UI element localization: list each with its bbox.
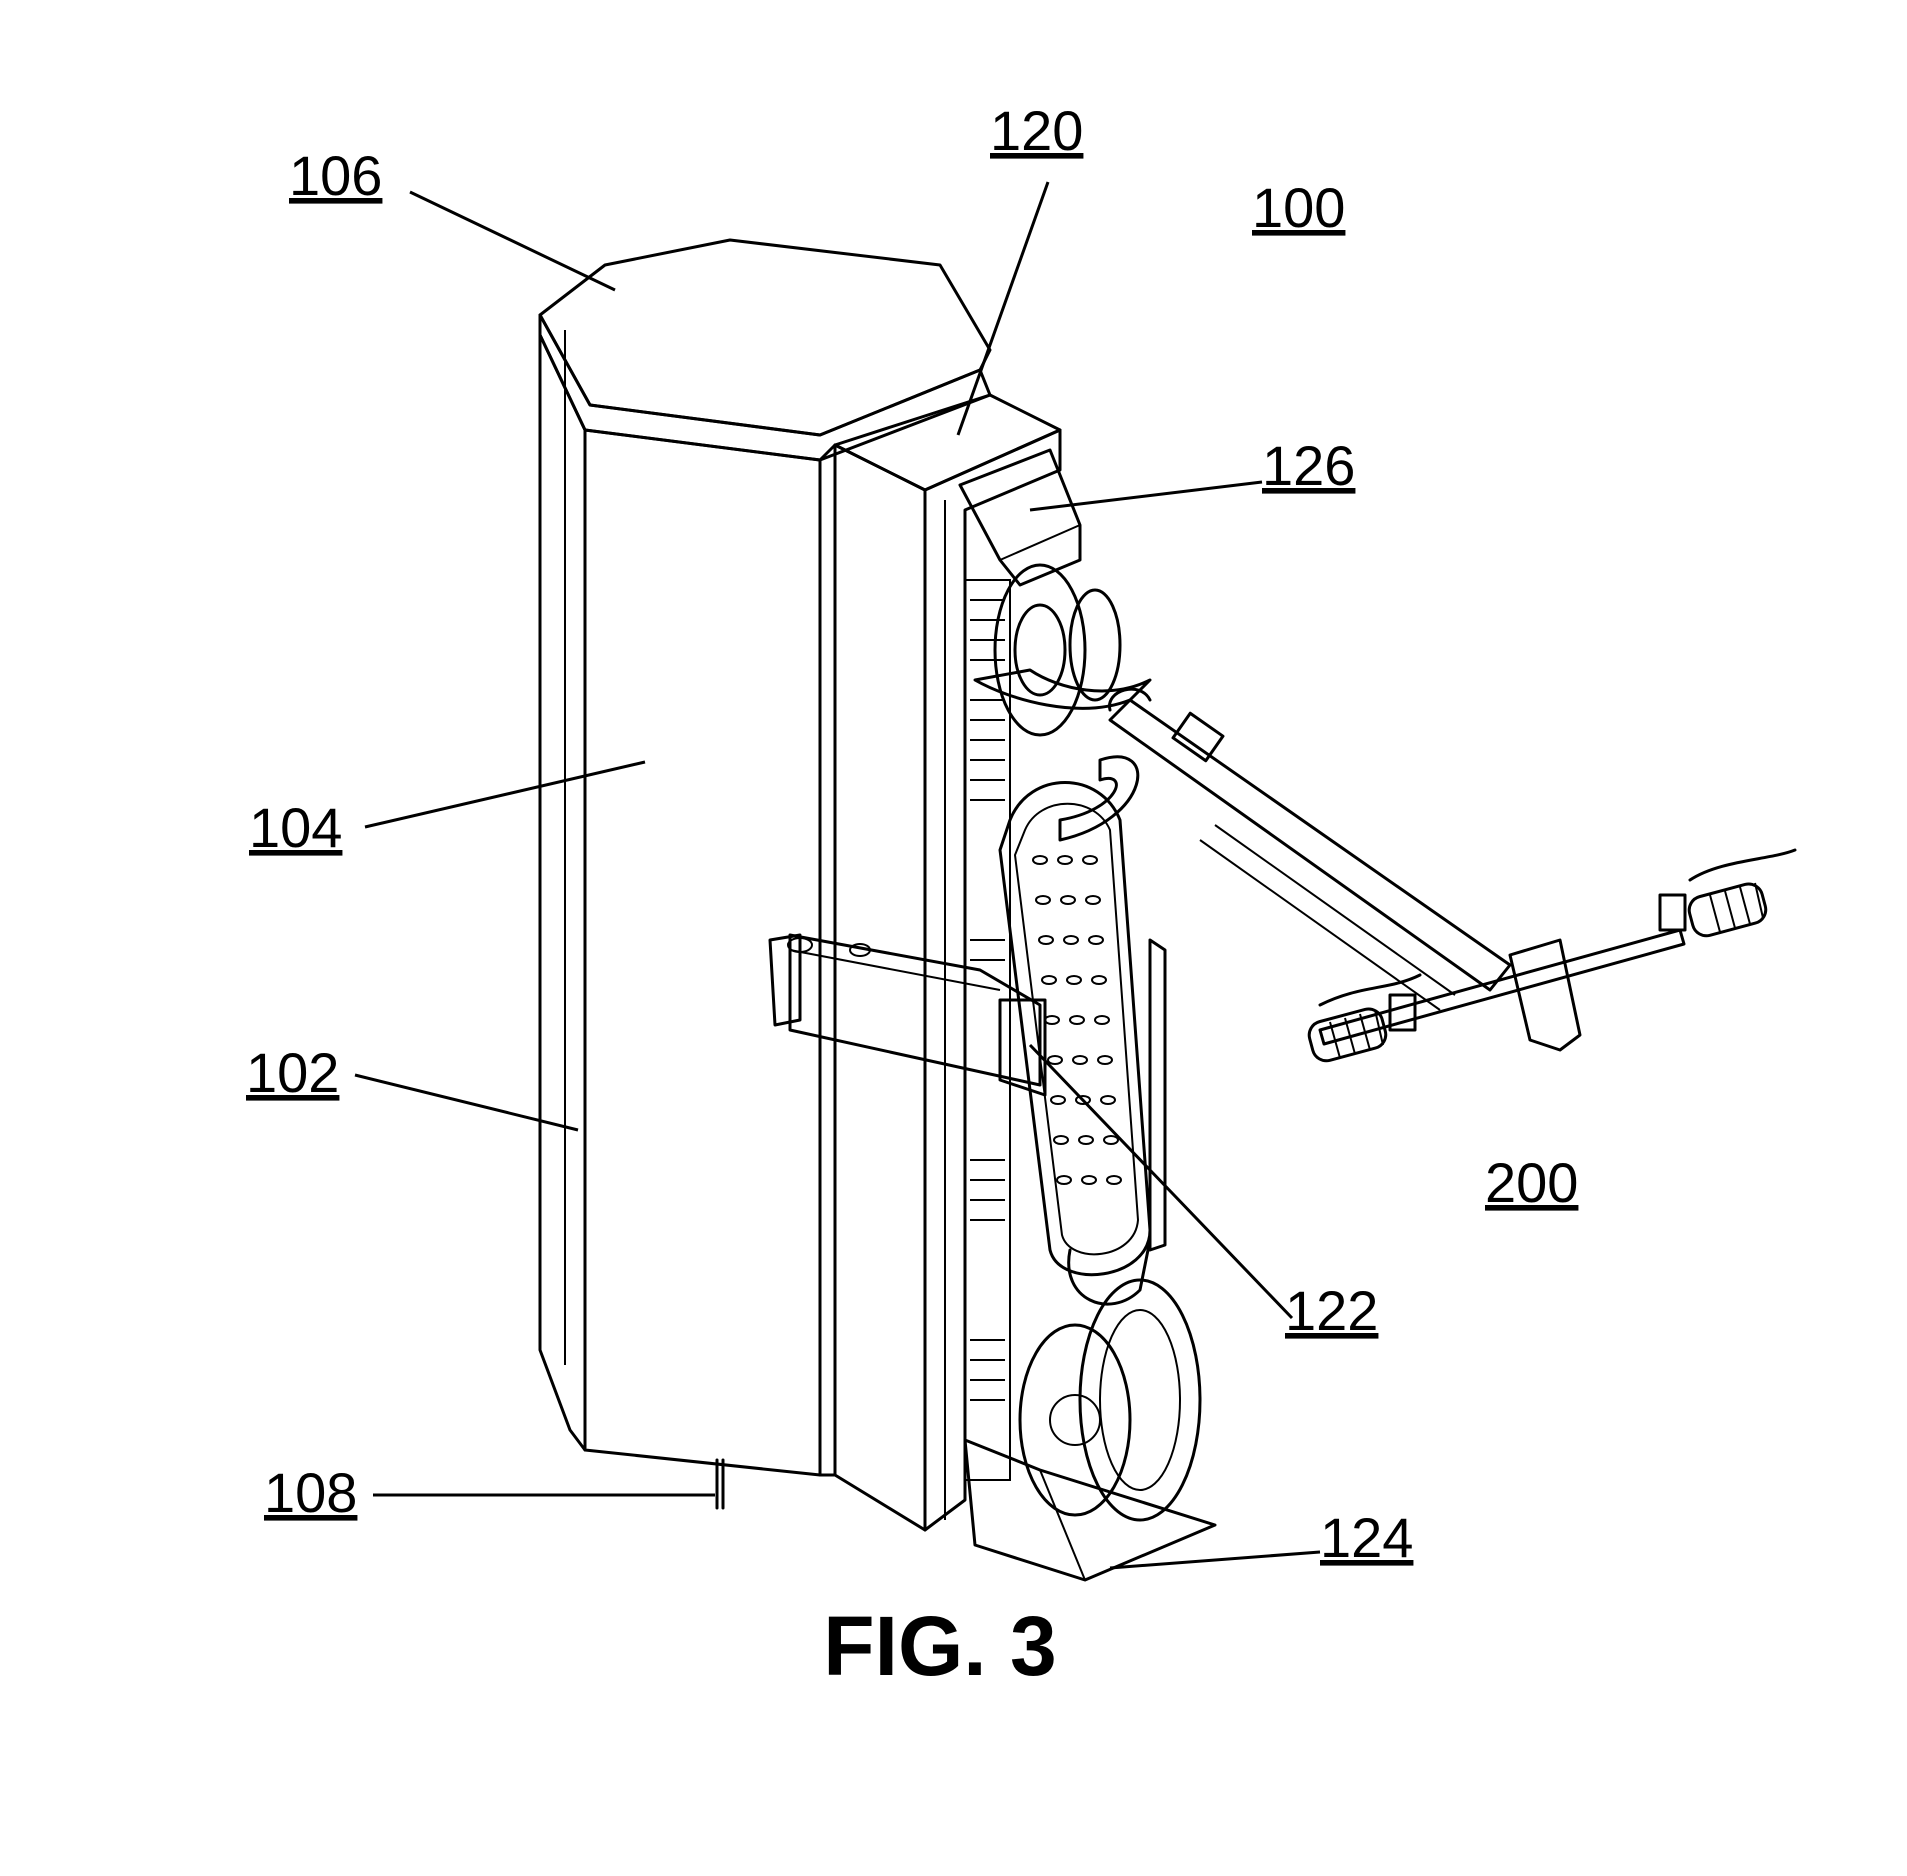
docking-housing: [833, 393, 1217, 1582]
reference-numerals: 106 120 100 126 104 102 200 122 108 124: [246, 99, 1578, 1569]
scooter: [973, 563, 1797, 1522]
label-126: 126: [1262, 434, 1355, 497]
top-cap: [538, 238, 992, 437]
label-104: 104: [249, 796, 342, 859]
label-122: 122: [1285, 1279, 1378, 1342]
kiosk-column: [538, 238, 992, 1510]
label-120: 120: [990, 99, 1083, 162]
label-124: 124: [1320, 1506, 1413, 1569]
right-grip: [1658, 848, 1797, 938]
sensor-box: [958, 448, 1082, 587]
deck-grip-holes: [1032, 855, 1122, 1185]
figure-caption: FIG. 3: [823, 1599, 1056, 1693]
strap-bracket: [768, 933, 1167, 1252]
slot-pattern: [964, 579, 1011, 1481]
label-106: 106: [289, 144, 382, 207]
left-facet: [538, 333, 587, 1452]
rear-wheel: [1078, 1278, 1202, 1522]
label-102: 102: [246, 1041, 339, 1104]
front-panel: [583, 428, 822, 1477]
right-facet: [818, 443, 837, 1477]
leader-lines: [354, 181, 1321, 1570]
top-cap-lower: [538, 313, 992, 462]
label-100: 100: [1252, 176, 1345, 239]
label-200: 200: [1485, 1151, 1578, 1214]
left-grip: [1307, 973, 1422, 1063]
label-108: 108: [264, 1461, 357, 1524]
scooter-deck: [998, 781, 1152, 1277]
